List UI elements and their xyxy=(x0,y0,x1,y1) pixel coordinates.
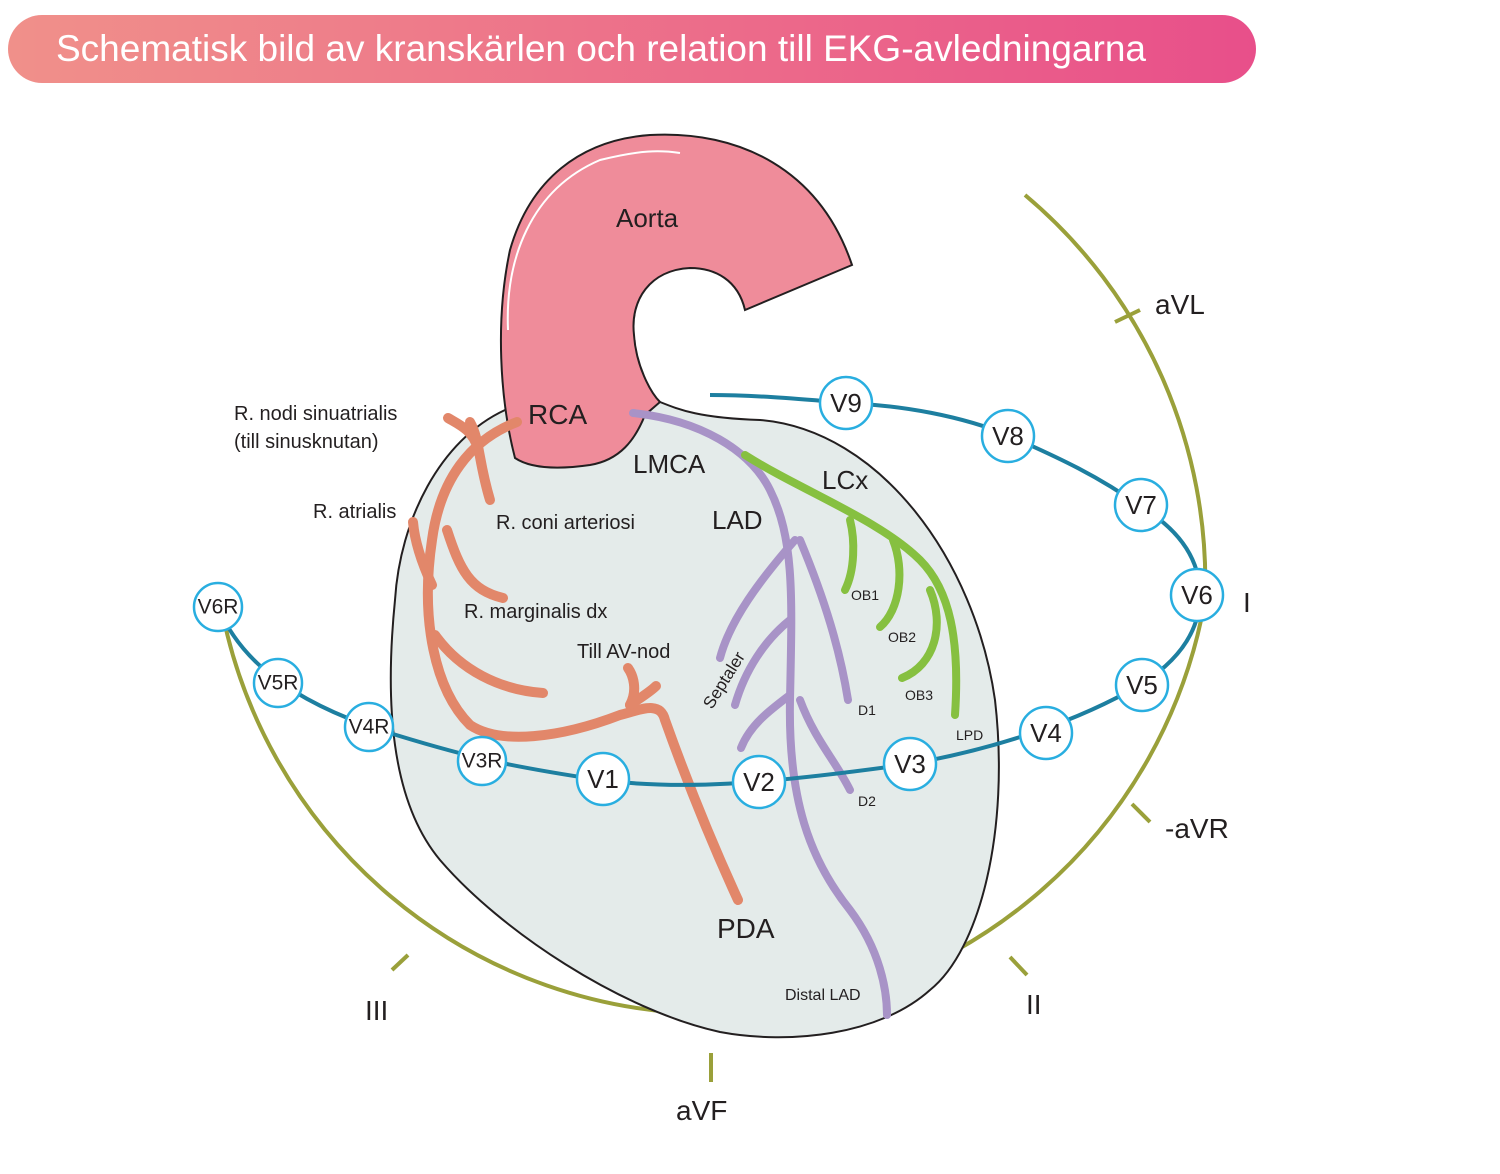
lead-v9: V9 xyxy=(818,375,874,431)
label-avf: aVF xyxy=(676,1095,727,1126)
ob1-branch xyxy=(841,516,858,594)
label-ii: II xyxy=(1026,989,1042,1020)
tick-iii xyxy=(390,953,410,972)
ob2-branch xyxy=(876,536,904,631)
label-lmca: LMCA xyxy=(633,449,706,479)
r-marginalis-branch-2 xyxy=(430,630,548,698)
label-rca: RCA xyxy=(528,399,587,430)
label-lad: LAD xyxy=(712,505,763,535)
label-r-marginalis: R. marginalis dx xyxy=(464,601,607,623)
label-d2: D2 xyxy=(858,793,876,809)
lead-v2: V2 xyxy=(731,754,787,810)
label-av-nod: Till AV-nod xyxy=(577,641,670,663)
septal-branch-1 xyxy=(716,536,799,662)
label-r-nodi-1: R. nodi sinuatrialis xyxy=(234,403,397,425)
svg-text:V3R: V3R xyxy=(462,750,503,773)
svg-text:V9: V9 xyxy=(830,388,862,418)
page-title: Schematisk bild av kranskärlen och relat… xyxy=(56,28,1146,69)
lead-v8: V8 xyxy=(980,408,1036,464)
r-nodi-branch xyxy=(443,413,483,453)
svg-text:V4R: V4R xyxy=(349,716,390,739)
ob3-branch xyxy=(898,586,941,682)
tick-ii xyxy=(1008,955,1029,977)
av-nod-branch-2 xyxy=(625,681,661,710)
lead-v5r: V5R xyxy=(252,657,304,709)
svg-text:V3: V3 xyxy=(894,749,926,779)
lead-v3: V3 xyxy=(882,736,938,792)
tick-avl xyxy=(1114,308,1141,324)
label-pda: PDA xyxy=(717,913,775,944)
svg-text:V6: V6 xyxy=(1181,580,1213,610)
label-r-coni: R. coni arteriosi xyxy=(496,512,635,534)
label-r-atrialis: R. atrialis xyxy=(313,501,396,523)
aorta-highlight xyxy=(506,150,681,331)
label-iii: III xyxy=(365,995,388,1026)
svg-text:V1: V1 xyxy=(587,764,619,794)
label-avl: aVL xyxy=(1155,289,1205,320)
septal-branch-2 xyxy=(731,616,794,709)
chest-leads: V6R V5R V4R V3R V1 V2 V3 V4 V5 V6 V7 V8 … xyxy=(192,375,1225,810)
label-aorta: Aorta xyxy=(616,203,679,233)
lead-v5: V5 xyxy=(1114,657,1170,713)
d2-branch xyxy=(796,696,854,794)
label-r-nodi-2: (till sinusknutan) xyxy=(234,431,379,453)
lcx-vessel xyxy=(741,451,961,719)
lead-v6r: V6R xyxy=(192,581,244,633)
label-distal-lad: Distal LAD xyxy=(785,987,861,1004)
title-banner: Schematisk bild av kranskärlen och relat… xyxy=(8,15,1256,83)
r-marginalis-branch-1 xyxy=(442,525,508,603)
rca-vessel xyxy=(408,413,743,905)
aorta xyxy=(499,133,854,469)
lead-v7: V7 xyxy=(1113,477,1169,533)
d1-branch xyxy=(796,536,852,704)
svg-text:V5: V5 xyxy=(1126,670,1158,700)
svg-text:V8: V8 xyxy=(992,421,1024,451)
svg-text:V7: V7 xyxy=(1125,490,1157,520)
label-ob1: OB1 xyxy=(851,587,879,603)
lead-v3r: V3R xyxy=(456,735,508,787)
label-ob2: OB2 xyxy=(888,629,916,645)
lead-v4r: V4R xyxy=(343,701,395,753)
label-d1: D1 xyxy=(858,702,876,718)
svg-text:V6R: V6R xyxy=(198,596,239,619)
septal-branch-3 xyxy=(737,691,794,752)
lead-v1: V1 xyxy=(575,751,631,807)
tick-minus-avr xyxy=(1130,802,1152,824)
label-lcx: LCx xyxy=(822,465,868,495)
label-lpd: LPD xyxy=(956,727,983,743)
svg-text:V5R: V5R xyxy=(258,672,299,695)
lead-v4: V4 xyxy=(1018,705,1074,761)
svg-text:V2: V2 xyxy=(743,767,775,797)
label-ob3: OB3 xyxy=(905,687,933,703)
label-minus-avr: -aVR xyxy=(1165,813,1229,844)
svg-text:V4: V4 xyxy=(1030,718,1062,748)
label-i: I xyxy=(1243,587,1251,618)
lead-v6: V6 xyxy=(1169,567,1225,623)
r-atrialis-branch xyxy=(408,517,437,590)
heart-outline xyxy=(389,394,1000,1039)
